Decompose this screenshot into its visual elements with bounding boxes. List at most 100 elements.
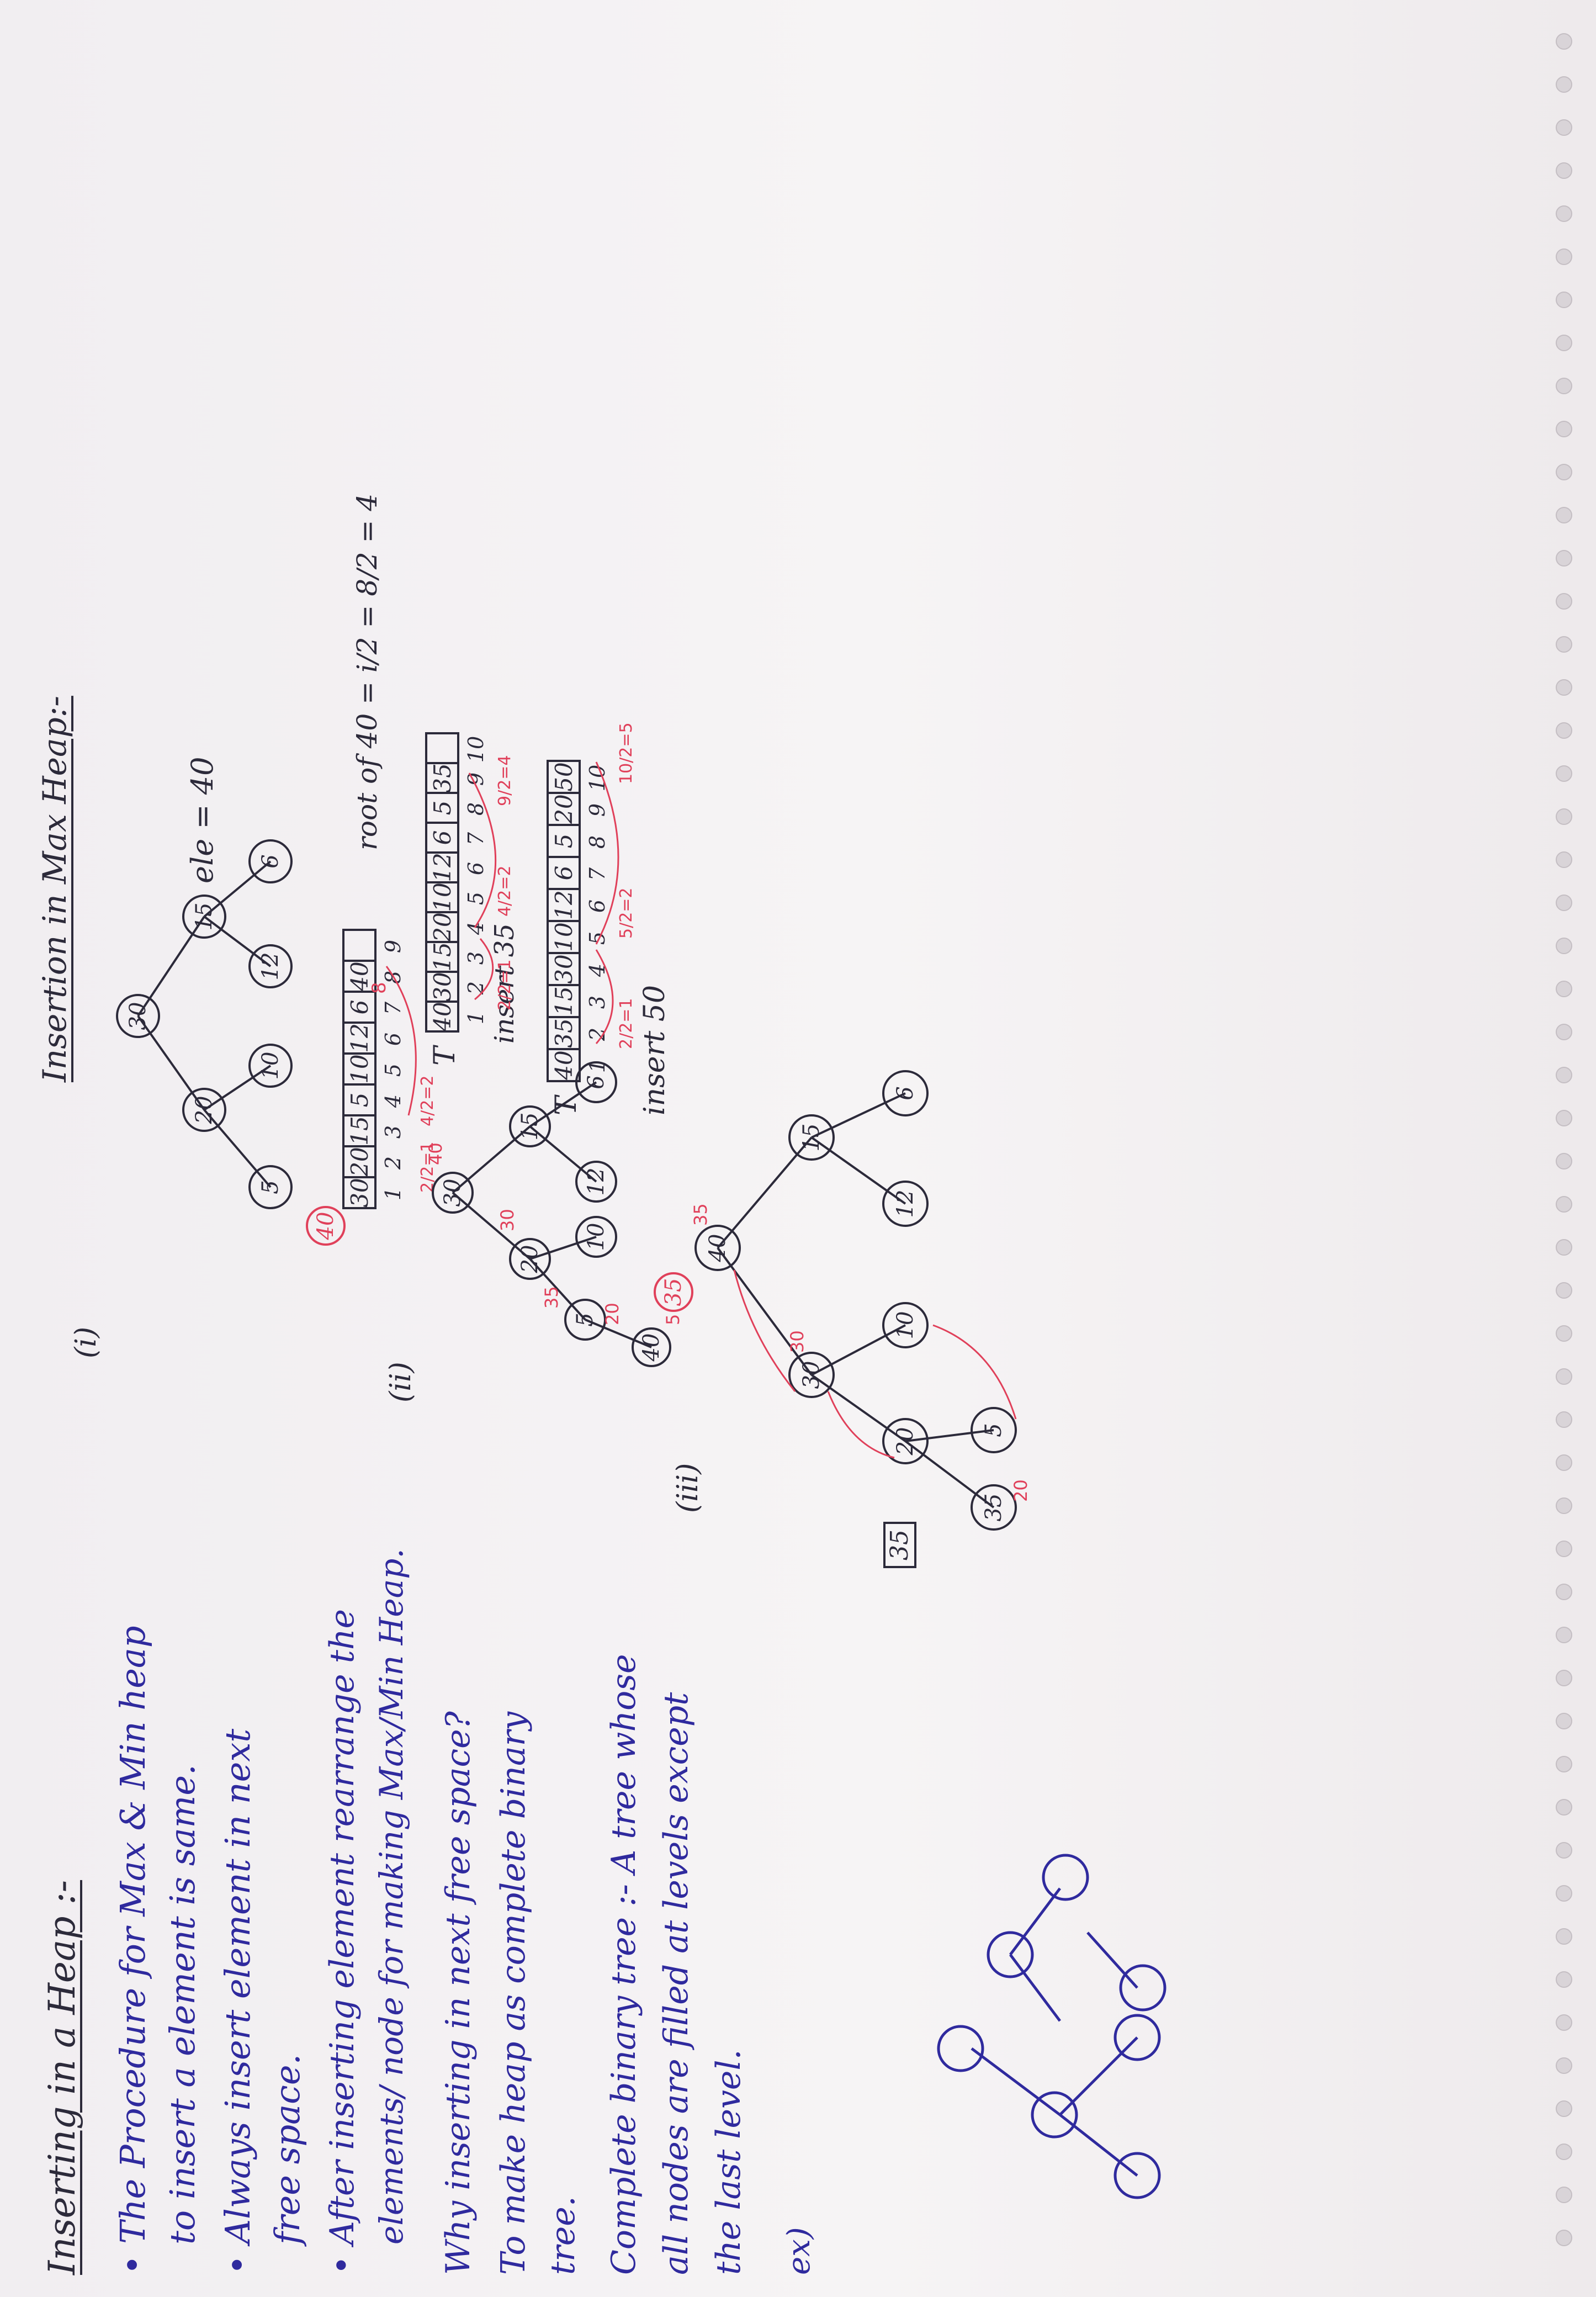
binding-hole	[1556, 722, 1572, 739]
binding-hole	[1556, 2230, 1572, 2246]
binding-hole	[1556, 765, 1572, 782]
tree-ii-node: 30	[432, 1172, 474, 1214]
svg-text:40: 40	[705, 1234, 730, 1263]
tree-ii-swap-label: 20	[602, 1303, 623, 1325]
tree-iii-swap-label: 35	[690, 1203, 711, 1226]
binding-hole	[1556, 2100, 1572, 2117]
svg-text:40: 40	[639, 1333, 664, 1362]
binding-hole	[1556, 1454, 1572, 1471]
svg-text:15: 15	[799, 1124, 824, 1152]
binding-hole	[1556, 1842, 1572, 1859]
tree-i-node: 5	[248, 1165, 293, 1209]
binding-hole	[1556, 981, 1572, 997]
tree-i-node: 12	[248, 944, 293, 988]
svg-text:12: 12	[258, 952, 283, 981]
tree-ii-swap-label: 40	[425, 1142, 446, 1165]
binding-hole	[1556, 1024, 1572, 1040]
svg-text:30: 30	[799, 1361, 824, 1389]
tree-ii-node: 5	[564, 1299, 606, 1341]
binding-hole	[1556, 550, 1572, 567]
tree-ii-swap-label: 5	[662, 1314, 683, 1325]
tree-ii-node: 6	[575, 1061, 617, 1103]
tree-ii-node: 12	[575, 1161, 617, 1203]
binding-hole	[1556, 895, 1572, 911]
binding-hole	[1556, 1928, 1572, 1945]
svg-text:35: 35	[981, 1494, 1006, 1522]
binding-hole	[1556, 1799, 1572, 1816]
svg-text:30: 30	[125, 1002, 151, 1030]
sketch-node	[987, 1931, 1034, 1978]
svg-text:15: 15	[192, 903, 217, 931]
binding-hole	[1556, 2014, 1572, 2031]
binding-hole	[1556, 1584, 1572, 1600]
binding-hole	[1556, 2143, 1572, 2160]
svg-text:5: 5	[572, 1312, 598, 1326]
binding-hole	[1556, 248, 1572, 265]
sketch-node	[1042, 1854, 1089, 1901]
tree-ii-node: 20	[509, 1238, 551, 1280]
binding-hole	[1556, 1239, 1572, 1256]
binding-hole	[1556, 1325, 1572, 1342]
binding-hole	[1556, 1411, 1572, 1428]
binding-hole	[1556, 1885, 1572, 1902]
tree-iii-node: 30	[788, 1352, 835, 1398]
binding-hole	[1556, 2057, 1572, 2074]
tree-i-node: 20	[182, 1088, 226, 1132]
tree-iii-swap-label: 20	[1010, 1479, 1031, 1502]
binding-hole	[1556, 2187, 1572, 2203]
binding-hole	[1556, 1497, 1572, 1514]
binding-hole	[1556, 76, 1572, 93]
binding-hole	[1556, 1627, 1572, 1643]
tree-iii: 40 30 15 20 10 12 6 35 5 35 30 20	[690, 1070, 1031, 1531]
binding-hole	[1556, 1541, 1572, 1557]
binding-hole	[1556, 1067, 1572, 1083]
sketch-node	[1119, 1964, 1166, 2012]
tree-iii-node: 15	[788, 1114, 835, 1161]
binding-hole	[1556, 1670, 1572, 1686]
binding-hole	[1556, 851, 1572, 868]
binding-holes	[1546, 0, 1579, 2297]
tree-iii-node: 12	[882, 1181, 929, 1227]
svg-text:20: 20	[517, 1245, 543, 1274]
svg-text:5: 5	[981, 1423, 1006, 1437]
svg-text:10: 10	[893, 1311, 918, 1340]
tree-ii-swap-label: 30	[497, 1209, 518, 1231]
svg-text:6: 6	[893, 1086, 918, 1100]
tree-ii-new-node: 35	[654, 1272, 693, 1312]
sketch-node	[1031, 2091, 1078, 2139]
tree-i-node: 15	[182, 895, 226, 939]
binding-hole	[1556, 1756, 1572, 1772]
svg-text:5: 5	[258, 1180, 283, 1194]
svg-text:12: 12	[584, 1168, 609, 1196]
svg-text:15: 15	[517, 1113, 543, 1141]
svg-text:6: 6	[584, 1075, 609, 1089]
binding-hole	[1556, 1368, 1572, 1385]
binding-hole	[1556, 335, 1572, 351]
sketch-node	[1114, 2152, 1161, 2199]
svg-text:20: 20	[893, 1427, 918, 1456]
svg-text:10: 10	[584, 1223, 609, 1251]
svg-text:30: 30	[440, 1179, 465, 1207]
tree-iii-node: 40	[694, 1225, 741, 1271]
svg-text:20: 20	[192, 1096, 217, 1125]
binding-hole	[1556, 938, 1572, 954]
tree-ii-node: 15	[509, 1105, 551, 1147]
svg-text:6: 6	[258, 854, 283, 868]
binding-hole	[1556, 636, 1572, 653]
binding-hole	[1556, 33, 1572, 50]
binding-hole	[1556, 1971, 1572, 1988]
tree-ii-swap-label: 35	[541, 1286, 562, 1309]
binding-hole	[1556, 292, 1572, 308]
binding-hole	[1556, 1282, 1572, 1299]
binding-hole	[1556, 1196, 1572, 1213]
binding-hole	[1556, 808, 1572, 825]
binding-hole	[1556, 162, 1572, 179]
binding-hole	[1556, 205, 1572, 222]
binding-hole	[1556, 421, 1572, 437]
binding-hole	[1556, 119, 1572, 136]
tree-iii-node: 35	[971, 1484, 1017, 1531]
array-swap-arrows	[385, 761, 619, 1116]
binding-hole	[1556, 378, 1572, 394]
sketch-node	[1114, 2014, 1161, 2061]
